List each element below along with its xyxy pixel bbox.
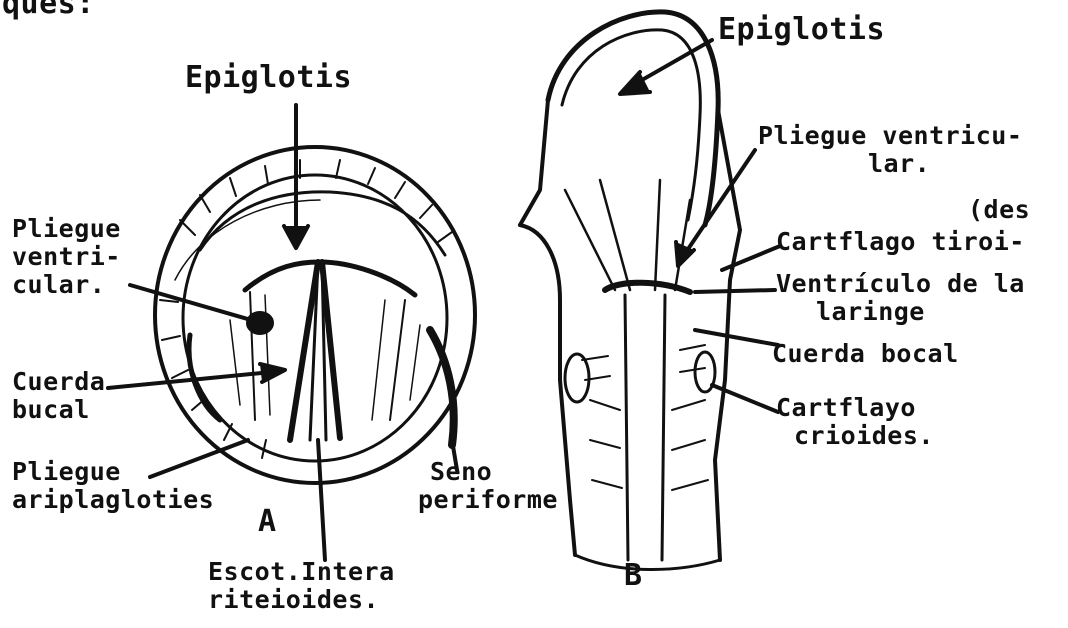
panel-b-ventriculo-label: Ventrículo de la laringe [776, 270, 1025, 326]
panel-a-cuerda-bucal-label: Cuerda bucal [12, 368, 105, 424]
panel-a-escot-interaritenoidea-label: Escot.Intera riteioides. [208, 558, 395, 614]
panel-a-letter: A [258, 508, 277, 536]
top-fragment-text: ques: [2, 0, 95, 18]
panel-a-pliegue-ventricular-label: Pliegue ventri- cular. [12, 215, 121, 299]
panel-b-des-label: (des [968, 196, 1030, 224]
panel-b-pliegue-ventricular-label: Pliegue ventricu- lar. [758, 122, 1022, 178]
panel-b-epiglotis-label: Epiglotis [718, 16, 885, 44]
panel-b-letter: B [624, 562, 643, 590]
panel-a-seno-periforme-label: Seno periforme [418, 458, 558, 514]
panel-a-drawing [155, 147, 475, 483]
panel-b-cartilago-tiroides-label: Cartflago tiroi- [776, 228, 1025, 256]
panel-b-cartilago-cricoides-label: Cartflayo crioides. [776, 394, 934, 450]
panel-a-epiglotis-label: Epiglotis [185, 64, 352, 92]
panel-a-pliegue-ariepiglotico-label: Pliegue ariplagloties [12, 458, 214, 514]
panel-b-cuerda-bocal-label: Cuerda bocal [772, 340, 959, 368]
